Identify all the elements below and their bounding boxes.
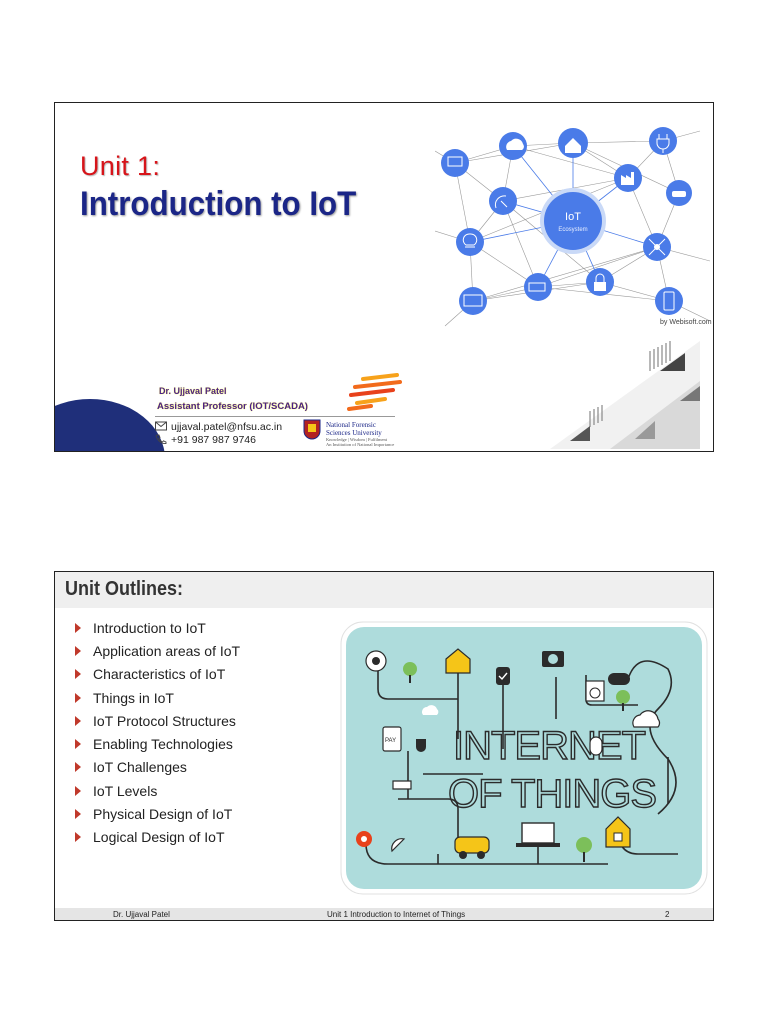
plug-icon	[649, 127, 677, 155]
smart-house-icon	[605, 816, 631, 848]
list-item: Characteristics of IoT	[75, 663, 240, 686]
laptop-icon	[516, 822, 560, 847]
hub-label: IoT	[565, 211, 581, 223]
washing-machine-icon	[585, 680, 605, 702]
list-item: Logical Design of IoT	[75, 826, 240, 849]
bullet-arrow-icon	[75, 715, 81, 726]
of-things-word: OF THINGS	[448, 772, 656, 816]
bullet-arrow-icon	[75, 762, 81, 773]
email-text: ujjaval.patel@nfsu.ac.in	[171, 421, 283, 433]
list-item: Enabling Technologies	[75, 732, 240, 755]
solar-panel-icon	[441, 149, 469, 177]
title-slide: Unit 1: Introduction to IoT	[54, 102, 714, 452]
cloud-icon	[422, 705, 439, 715]
smartphone-icon	[655, 287, 683, 315]
list-item: IoT Protocol Structures	[75, 709, 240, 732]
gamepad-icon	[608, 673, 630, 685]
phone-row: +91 987 987 9746	[155, 434, 256, 446]
payment-terminal-icon: PAY	[382, 726, 402, 752]
page-number: 2	[665, 910, 670, 919]
iot-ecosystem-diagram: IoT Ecosystem	[435, 127, 710, 327]
svg-text:PAY: PAY	[385, 738, 396, 744]
internet-of-things-illustration: INTERNET OF THINGS PAY	[340, 621, 708, 895]
bullet-arrow-icon	[75, 645, 81, 656]
decorative-arc	[55, 399, 165, 451]
camera-icon	[542, 651, 564, 667]
satellite-dish-icon	[489, 187, 517, 215]
bullet-arrow-icon	[75, 692, 81, 703]
mouse-icon	[589, 736, 603, 756]
divider	[155, 416, 395, 417]
list-item: Application areas of IoT	[75, 639, 240, 662]
bullet-arrow-icon	[75, 785, 81, 796]
email-row: ujjaval.patel@nfsu.ac.in	[155, 421, 282, 433]
diagram-credit: by Webisoft.com	[660, 319, 712, 326]
cloud-icon	[632, 710, 661, 728]
author-role: Assistant Professor (IOT/SCADA)	[157, 401, 308, 412]
bullet-arrow-icon	[75, 739, 81, 750]
list-item: IoT Challenges	[75, 756, 240, 779]
iot-hub-node	[544, 192, 602, 250]
tree-icon	[403, 662, 417, 683]
hub-sublabel: Ecosystem	[558, 227, 587, 233]
plug-icon	[416, 739, 426, 752]
list-item: IoT Levels	[75, 779, 240, 802]
car-icon	[454, 836, 490, 859]
slide-title: Introduction to IoT	[80, 185, 357, 223]
triangle-pattern-decoration	[550, 341, 700, 449]
tree-icon	[576, 837, 592, 862]
internet-word: INTERNET	[453, 724, 646, 768]
brush-stroke-decoration	[347, 373, 402, 411]
list-item: Introduction to IoT	[75, 616, 240, 639]
mail-icon	[155, 421, 167, 431]
smartwatch-icon	[496, 667, 510, 685]
bullet-arrow-icon	[75, 809, 81, 820]
list-item: Physical Design of IoT	[75, 802, 240, 825]
tree-icon	[616, 690, 630, 711]
university-name: National Forensic Sciences University Kn…	[326, 421, 395, 447]
footer-author: Dr. Ujjaval Patel	[113, 910, 170, 919]
monitor-icon	[459, 287, 487, 315]
light-bulb-icon	[456, 228, 484, 256]
outline-list: Introduction to IoT Application areas of…	[75, 616, 240, 849]
list-item: Things in IoT	[75, 686, 240, 709]
slide-footer: Dr. Ujjaval Patel Unit 1 Introduction to…	[55, 908, 713, 920]
slide-title: Unit Outlines:	[65, 578, 183, 600]
unit-label: Unit 1:	[80, 151, 161, 181]
battery-icon	[524, 273, 552, 301]
smoke-detector-icon	[365, 650, 387, 672]
phone-icon	[155, 434, 167, 444]
slide-header	[55, 572, 713, 608]
phone-text: +91 987 987 9746	[171, 434, 256, 446]
home-icon	[445, 648, 471, 674]
satellite-dish-icon	[391, 838, 406, 853]
author-name: Dr. Ujjaval Patel	[159, 386, 227, 396]
bullet-arrow-icon	[75, 622, 81, 633]
university-crest-logo	[303, 419, 321, 440]
location-pin-icon	[356, 831, 372, 847]
bullet-arrow-icon	[75, 669, 81, 680]
bullet-arrow-icon	[75, 832, 81, 843]
outline-slide: Unit Outlines: Introduction to IoT Appli…	[54, 571, 714, 921]
faucet-icon	[392, 780, 412, 790]
footer-unit: Unit 1 Introduction to Internet of Thing…	[327, 910, 466, 919]
